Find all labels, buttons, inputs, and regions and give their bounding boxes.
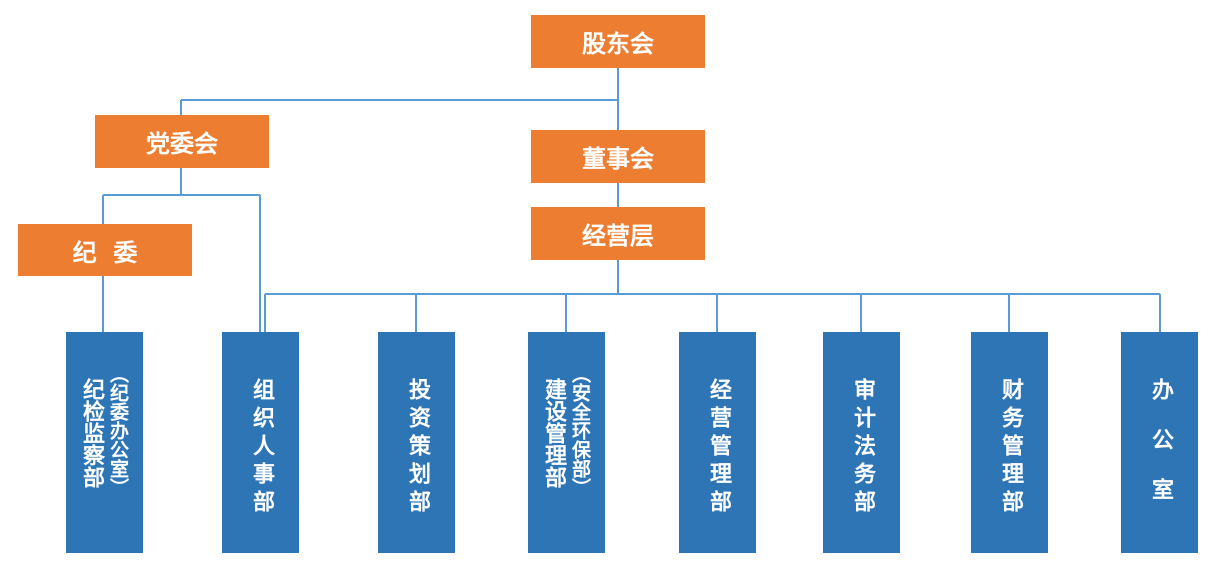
discipline-committee-box: 纪 委 — [18, 224, 192, 276]
party-committee-label: 党委会 — [146, 130, 218, 158]
dept-audit-legal: 审计法务部 — [823, 332, 900, 553]
shareholders-label: 股东会 — [582, 30, 654, 58]
board-box: 董事会 — [531, 130, 705, 183]
dept-finance-management: 财务管理部 — [971, 332, 1048, 553]
dept-construction-management-paren: （安全环保部） — [569, 364, 591, 497]
shareholders-box: 股东会 — [531, 15, 705, 68]
dept-general-office: 办公室 — [1121, 332, 1198, 553]
dept-organization-personnel-label: 组织人事部 — [249, 378, 274, 518]
party-committee-box: 党委会 — [95, 115, 269, 168]
dept-general-office-label: 办公室 — [1148, 378, 1173, 528]
dept-construction-management-label: 建设管理部 — [541, 378, 566, 488]
management-label: 经营层 — [582, 222, 654, 250]
dept-construction-management: （安全环保部） 建设管理部 — [528, 332, 605, 553]
discipline-committee-label: 纪 委 — [72, 238, 138, 267]
dept-operations-management: 经营管理部 — [679, 332, 756, 553]
dept-discipline-supervision: （纪委办公室） 纪检监察部 — [66, 332, 143, 553]
dept-discipline-supervision-label: 纪检监察部 — [79, 378, 104, 488]
dept-operations-management-label: 经营管理部 — [706, 378, 731, 518]
dept-finance-management-label: 财务管理部 — [998, 378, 1023, 518]
dept-discipline-supervision-paren: （纪委办公室） — [107, 364, 129, 497]
dept-investment-planning: 投资策划部 — [378, 332, 455, 553]
dept-organization-personnel: 组织人事部 — [222, 332, 299, 553]
dept-audit-legal-label: 审计法务部 — [850, 378, 875, 518]
dept-investment-planning-label: 投资策划部 — [405, 378, 430, 518]
board-label: 董事会 — [582, 145, 654, 173]
management-box: 经营层 — [531, 207, 705, 260]
